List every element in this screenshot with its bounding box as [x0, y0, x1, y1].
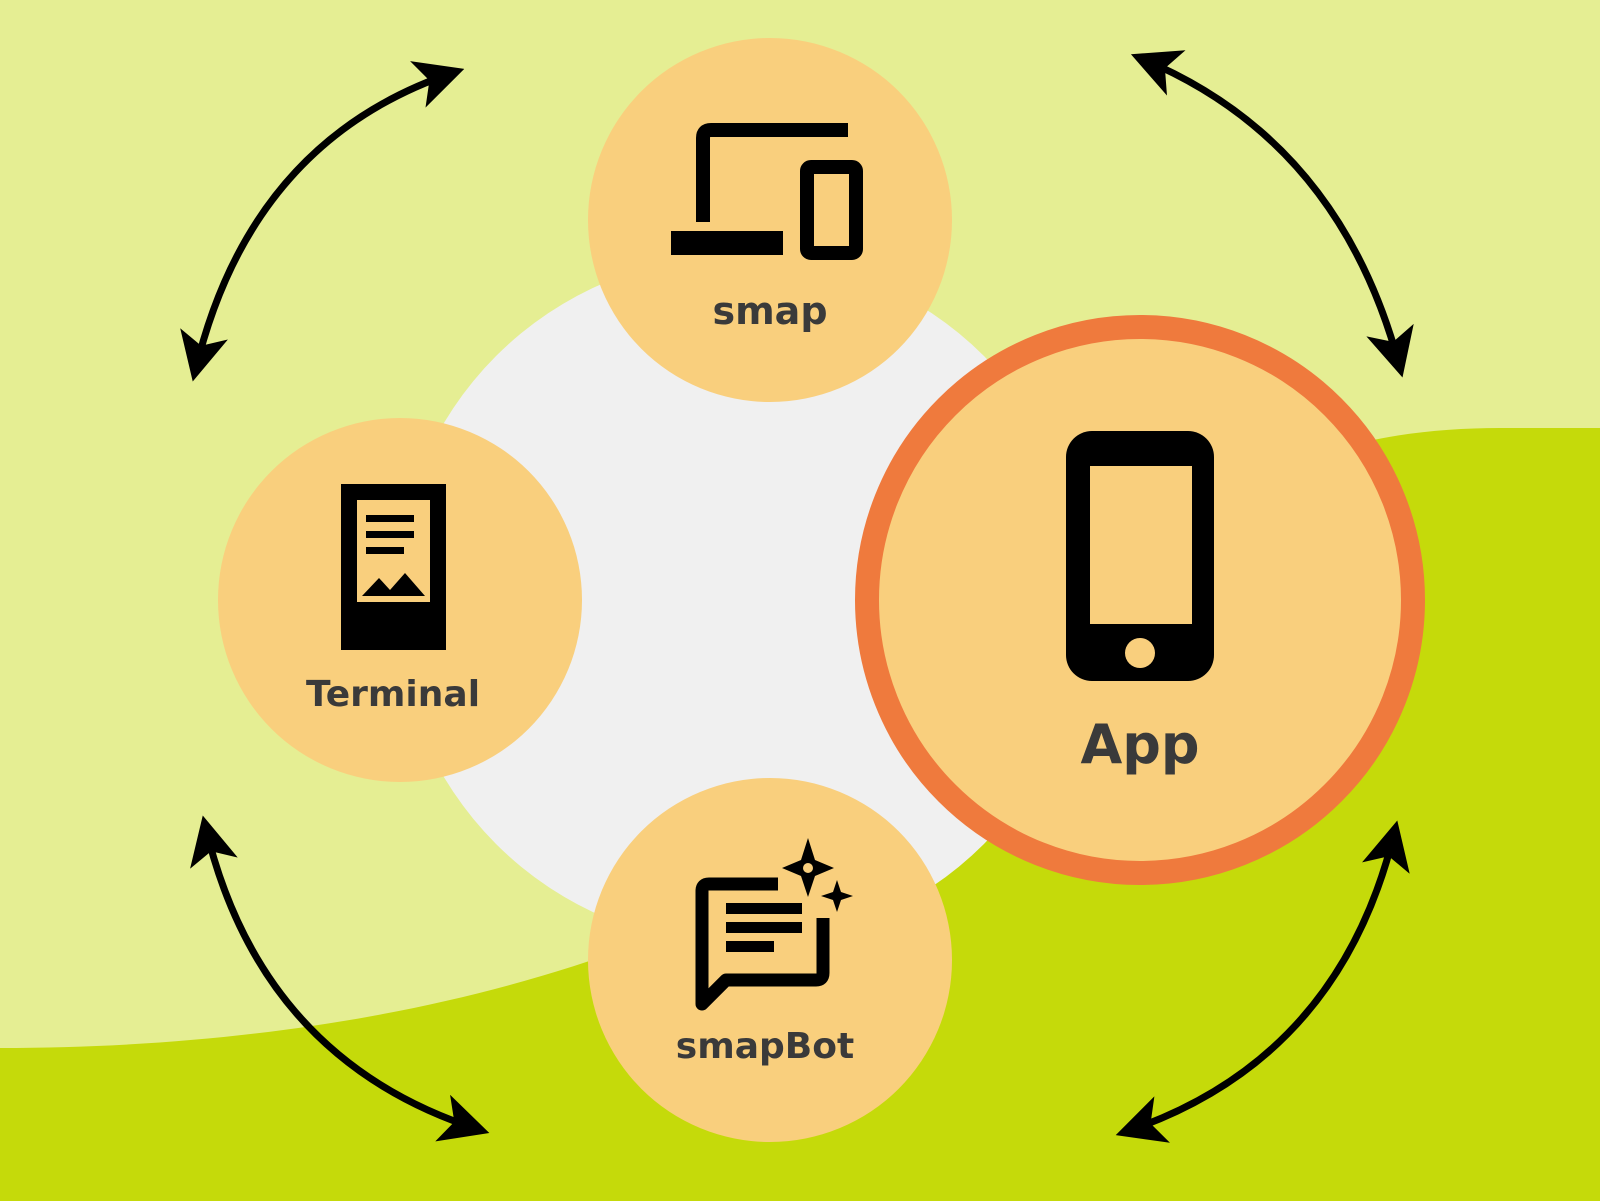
- laptop-phone-icon: [671, 123, 863, 260]
- arrow-terminal-smapbot: [190, 815, 490, 1142]
- node-app-label: App: [1080, 713, 1199, 776]
- smartphone-icon: [1066, 431, 1214, 681]
- arrow-smapbot-app: [1115, 820, 1410, 1143]
- kiosk-terminal-icon: [341, 484, 446, 650]
- node-terminal-label: Terminal: [306, 674, 480, 715]
- node-smap-circle: [588, 38, 952, 402]
- chat-sparkle-icon: [695, 838, 853, 1011]
- arrow-smap-app: [1130, 50, 1414, 378]
- node-smapbot-label: smapBot: [676, 1026, 854, 1067]
- node-smap[interactable]: smap: [588, 38, 952, 402]
- node-smap-label: smap: [712, 289, 827, 333]
- node-app[interactable]: App: [855, 315, 1425, 885]
- node-smapbot[interactable]: smapBot: [588, 778, 952, 1142]
- arrow-smap-terminal: [180, 61, 465, 382]
- node-terminal[interactable]: Terminal: [218, 418, 582, 782]
- center-disc: [395, 255, 1085, 945]
- node-smapbot-circle: [588, 778, 952, 1142]
